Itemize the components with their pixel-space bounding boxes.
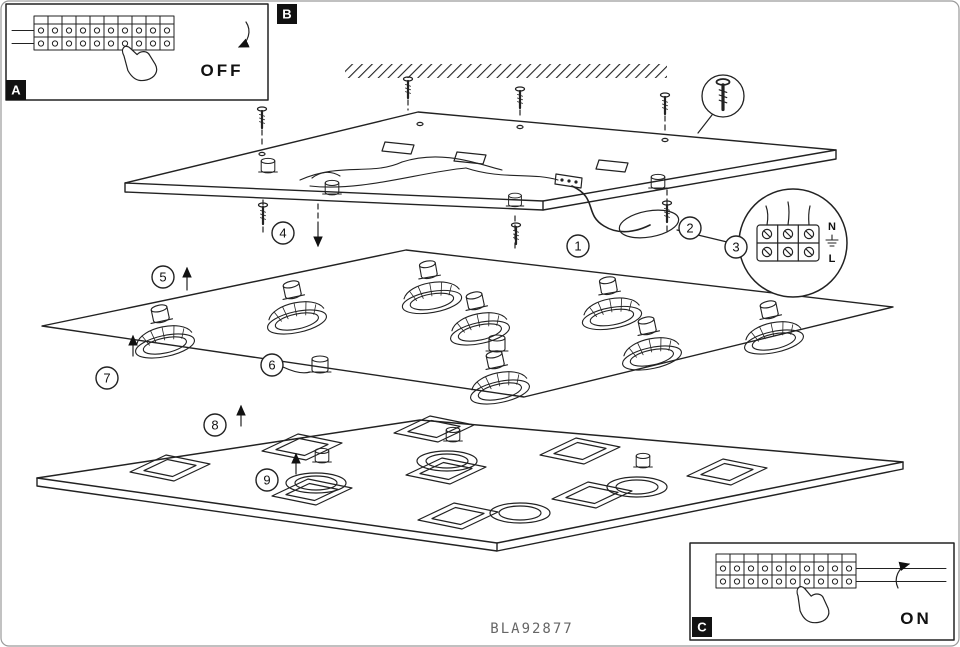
spot-lamp xyxy=(574,271,644,335)
spot-lamp xyxy=(394,255,464,319)
neutral-label: N xyxy=(828,221,836,233)
terminal-detail-circle: N L xyxy=(738,188,848,298)
callout-number: 1 xyxy=(574,239,581,254)
spot-lamp xyxy=(735,294,807,360)
mains-cable xyxy=(571,185,749,248)
inset-a: OFF A xyxy=(5,3,269,101)
screw-icon xyxy=(659,91,671,116)
driver-box xyxy=(453,151,487,165)
callout-6: 6 xyxy=(260,353,284,377)
spot-lamp xyxy=(258,274,330,340)
on-label: ON xyxy=(900,609,932,628)
lamp-plate xyxy=(41,249,894,398)
spot-lamp xyxy=(461,344,533,410)
product-code: BLA92877 xyxy=(490,621,573,637)
lamp-socket xyxy=(308,355,332,374)
callout-number: 4 xyxy=(279,226,286,241)
spot-lamp xyxy=(126,298,198,364)
inset-b: B xyxy=(277,4,297,24)
inset-c-label: C xyxy=(697,620,707,635)
screw-icon xyxy=(257,201,269,226)
lamp-socket xyxy=(485,334,509,353)
screw-icon xyxy=(514,85,526,110)
cover-panel xyxy=(36,415,904,552)
leader-line xyxy=(282,366,311,374)
mounting-screws-top xyxy=(256,75,671,147)
plate-wiring xyxy=(299,156,559,188)
screw-icon xyxy=(402,75,414,100)
inset-b-label-box xyxy=(277,4,297,24)
driver-box xyxy=(595,159,629,173)
terminal-strip xyxy=(11,15,175,51)
callout-9: 9 xyxy=(255,468,279,492)
callout-8: 8 xyxy=(203,413,227,437)
inset-b-label: B xyxy=(282,7,291,22)
rotate-arrow-icon xyxy=(237,21,250,48)
inset-a-label-box xyxy=(6,80,26,100)
callout-number: 3 xyxy=(732,240,739,255)
callout-number: 9 xyxy=(263,473,270,488)
callout-2: 2 xyxy=(678,216,702,240)
callout-number: 5 xyxy=(159,270,166,285)
screw-icon xyxy=(256,105,268,130)
callout-1: 1 xyxy=(566,234,590,258)
callout-number: 7 xyxy=(103,371,110,386)
mounting-plate xyxy=(124,111,837,211)
callouts: 1 2 3 4 5 6 7 8 9 xyxy=(95,216,748,492)
inset-a-label: A xyxy=(11,83,21,98)
spot-lamp xyxy=(613,310,685,376)
ceiling-hatch xyxy=(345,64,667,78)
off-label: OFF xyxy=(201,61,244,80)
screw-icon xyxy=(510,221,522,246)
inset-c: ON C xyxy=(689,542,955,641)
spot-lamps xyxy=(126,255,807,410)
driver-box xyxy=(381,141,415,155)
callout-7: 7 xyxy=(95,366,119,390)
callout-number: 6 xyxy=(268,358,275,373)
callout-3: 3 xyxy=(724,235,748,259)
screw-detail-circle xyxy=(697,74,745,134)
callout-number: 2 xyxy=(686,221,693,236)
inset-c-label-box xyxy=(692,617,712,637)
earth-symbol-icon xyxy=(825,234,839,247)
callout-4: 4 xyxy=(271,221,295,245)
callout-5: 5 xyxy=(151,265,175,289)
plate-terminal-block xyxy=(554,173,583,189)
callout-number: 8 xyxy=(211,418,218,433)
step-arrows xyxy=(128,266,311,475)
live-label: L xyxy=(829,253,836,265)
rotate-arrow-icon xyxy=(895,561,911,589)
